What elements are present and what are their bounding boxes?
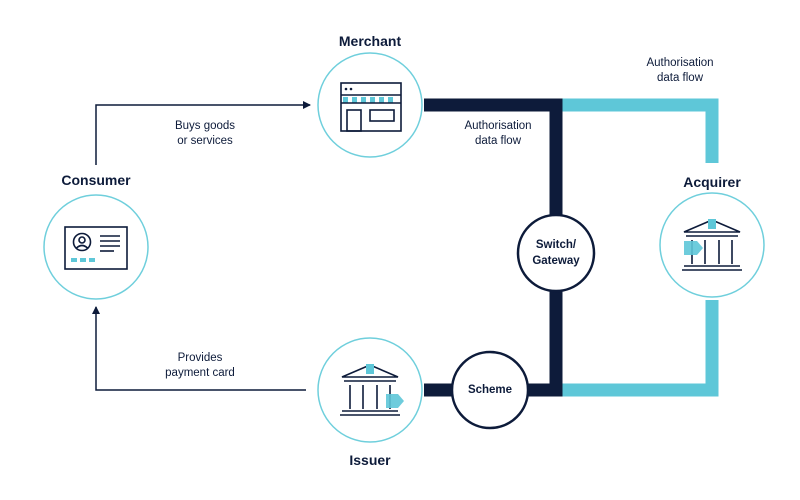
- id-card-icon: [64, 226, 128, 270]
- bank-icon-issuer: [340, 364, 404, 416]
- scheme-label: Scheme: [467, 384, 513, 396]
- buys-goods-label: Buys goods or services: [160, 119, 250, 149]
- switch-gateway-circle: [516, 213, 596, 293]
- buys-goods-line2: or services: [177, 135, 233, 147]
- authorisation-teal-label: Authorisation data flow: [630, 56, 730, 86]
- teal-authorisation-path-lower: [556, 300, 719, 397]
- navy-authorisation-path-lower: [528, 288, 563, 397]
- provides-card-line1: Provides: [177, 352, 223, 364]
- provides-arrow: [92, 306, 306, 391]
- acquirer-circle: [659, 192, 765, 298]
- authorisation-navy-label: Authorisation data flow: [448, 119, 548, 149]
- buys-goods-line1: Buys goods: [174, 120, 236, 132]
- merchant-circle: [317, 52, 423, 158]
- switch-gateway-label-line1: Switch/: [535, 239, 577, 251]
- buys-arrow: [95, 101, 311, 165]
- consumer-title: Consumer: [61, 172, 131, 188]
- switch-gateway-label: Switch/ Gateway: [516, 237, 596, 269]
- issuer-title: Issuer: [349, 452, 391, 468]
- authorisation-teal-line1: Authorisation: [646, 57, 714, 69]
- navy-authorisation-path-upper: [424, 98, 563, 218]
- storefront-icon: [340, 82, 402, 132]
- switch-gateway-label-line2: Gateway: [532, 255, 580, 267]
- teal-authorisation-path: [556, 98, 719, 163]
- bank-icon-acquirer: [682, 219, 742, 271]
- authorisation-navy-line1: Authorisation: [464, 120, 532, 132]
- scheme-circle: [450, 350, 530, 430]
- provides-card-line2: payment card: [165, 367, 235, 379]
- acquirer-title: Acquirer: [683, 174, 741, 190]
- consumer-circle: [43, 194, 149, 300]
- provides-card-label: Provides payment card: [150, 351, 250, 381]
- authorisation-teal-line2: data flow: [656, 72, 704, 84]
- merchant-title: Merchant: [338, 33, 402, 49]
- issuer-circle: [317, 337, 423, 443]
- authorisation-navy-line2: data flow: [474, 135, 522, 147]
